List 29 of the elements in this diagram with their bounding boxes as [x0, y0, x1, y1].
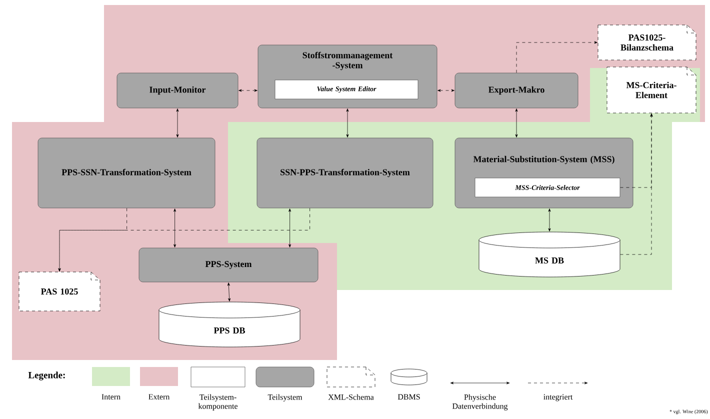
database-cylinder: MS DB	[478, 232, 620, 278]
dashed-arrow	[58, 208, 310, 272]
legend-label: integriert	[544, 394, 573, 402]
legend-label: Physische Datenverbindung	[452, 394, 508, 410]
arrow	[346, 108, 349, 138]
subsystem-box: Export-Makro	[454, 72, 578, 108]
legend-label: Intern	[102, 394, 120, 400]
legend-label: XML-Schema	[328, 394, 374, 400]
arrow	[515, 108, 518, 138]
arrow	[288, 208, 292, 248]
arrow	[227, 282, 231, 302]
arrow	[548, 208, 551, 232]
database-cylinder: PPS DB	[158, 302, 300, 348]
dashed-arrow	[620, 114, 653, 255]
subsystem-box: PPS-System	[138, 248, 318, 282]
arrow	[174, 208, 176, 248]
legend-label: Teilsystem-komponente	[198, 394, 238, 410]
legend-title: Legende:	[28, 372, 65, 380]
dashed-arrow	[238, 89, 258, 92]
arrow	[176, 108, 179, 138]
dashed-arrow	[58, 208, 127, 272]
legend-label: Extern	[148, 394, 170, 400]
subsystem-box: Input-Monitor	[116, 72, 238, 108]
legend-label: DBMS	[398, 394, 420, 400]
legend-label: Teilsystem	[268, 394, 302, 402]
subsystem-box: PPS-SSN-Transformation-System	[38, 138, 216, 208]
dashed-arrow	[438, 89, 454, 92]
dashed-arrow	[516, 41, 598, 73]
subsystem-box: SSN-PPS-Transformation-System	[256, 138, 434, 208]
